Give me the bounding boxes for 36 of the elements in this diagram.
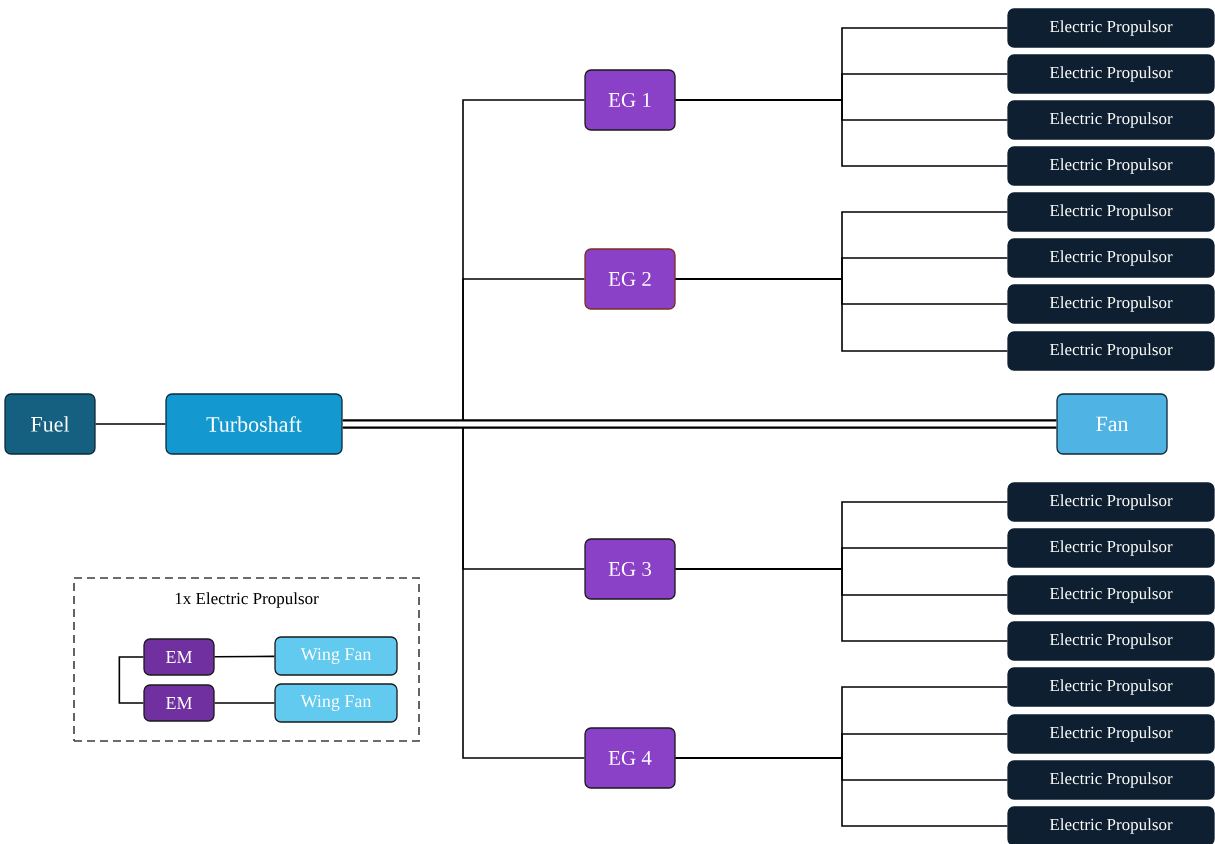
process-box: Turboshaft bbox=[165, 393, 343, 455]
connector-line bbox=[674, 99, 1009, 167]
connector-line bbox=[342, 419, 1057, 429]
propulsor-box: Electric Propulsor bbox=[1007, 54, 1215, 94]
propulsor-box: Electric Propulsor bbox=[1007, 760, 1215, 800]
propulsor-box: Electric Propulsor bbox=[1007, 192, 1215, 232]
propulsor-box: Electric Propulsor bbox=[1007, 146, 1215, 186]
propulsor-box: Electric Propulsor bbox=[1007, 714, 1215, 754]
propulsor-box: Electric Propulsor bbox=[1007, 667, 1215, 707]
fan-box: Wing Fan bbox=[274, 683, 398, 723]
process-box: Fuel bbox=[4, 393, 96, 455]
propulsor-box: Electric Propulsor bbox=[1007, 331, 1215, 371]
connector-line bbox=[674, 757, 1009, 827]
motor-box: EM bbox=[143, 684, 215, 722]
propulsor-box: Electric Propulsor bbox=[1007, 238, 1215, 278]
process-box: Fan bbox=[1056, 393, 1168, 455]
generator-box: EG 3 bbox=[584, 538, 676, 600]
propulsor-box: Electric Propulsor bbox=[1007, 100, 1215, 140]
propulsor-box: Electric Propulsor bbox=[1007, 575, 1215, 615]
connector-line bbox=[213, 655, 276, 658]
fan-box: Wing Fan bbox=[274, 636, 398, 676]
connector-line bbox=[674, 278, 1009, 352]
propulsor-box: Electric Propulsor bbox=[1007, 482, 1215, 522]
connector-line bbox=[94, 423, 167, 425]
propulsor-box: Electric Propulsor bbox=[1007, 806, 1215, 844]
connector-line bbox=[118, 656, 145, 704]
generator-box: EG 4 bbox=[584, 727, 676, 789]
connector-line bbox=[674, 568, 1009, 642]
generator-box: EG 1 bbox=[584, 69, 676, 131]
propulsor-box: Electric Propulsor bbox=[1007, 621, 1215, 661]
motor-box: EM bbox=[143, 638, 215, 676]
propulsor-box: Electric Propulsor bbox=[1007, 528, 1215, 568]
propulsor-box: Electric Propulsor bbox=[1007, 284, 1215, 324]
connector-line bbox=[213, 702, 276, 704]
generator-box: EG 2 bbox=[584, 248, 676, 310]
propulsor-box: Electric Propulsor bbox=[1007, 8, 1215, 48]
